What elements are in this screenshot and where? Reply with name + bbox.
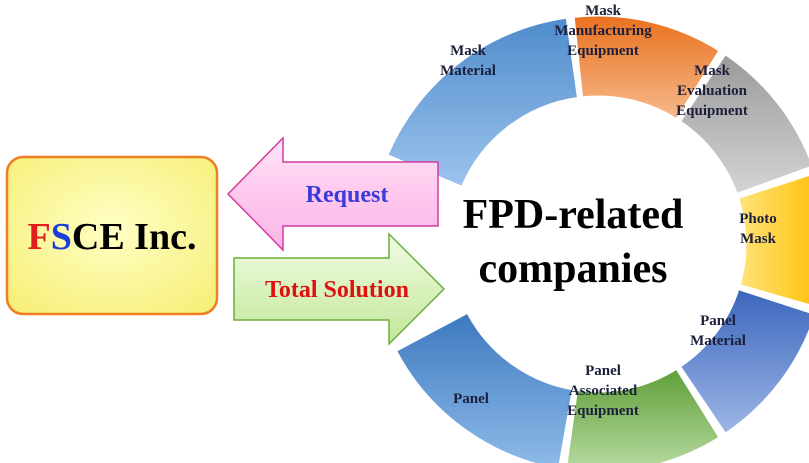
segment-labels: MaskMaterialMaskManufacturingEquipmentMa… (440, 3, 777, 419)
segment-mask-manufacturing-equipment (573, 15, 720, 120)
segment-label-mask-manufacturing-equipment: Mask (585, 3, 621, 19)
segment-photo-mask (738, 174, 809, 306)
request-label: Request (306, 182, 389, 208)
segment-label-panel-material: Material (690, 333, 746, 349)
segment-label-mask-material: Mask (450, 43, 486, 59)
segment-mask-evaluation-equipment (680, 54, 809, 195)
total-solution-arrow (233, 232, 446, 346)
segment-label-mask-evaluation-equipment: Mask (694, 63, 730, 79)
segment-label-mask-material: Material (440, 63, 496, 79)
total-solution-label: Total Solution (265, 277, 409, 303)
request-arrow (226, 136, 439, 252)
segment-label-photo-mask: Mask (740, 231, 776, 247)
center-title-line1: FPD-related (463, 192, 684, 238)
center-title-line2: companies (479, 246, 668, 292)
segment-label-mask-manufacturing-equipment: Manufacturing (554, 23, 652, 39)
segment-label-panel-associated-equipment: Equipment (567, 403, 639, 419)
segment-label-mask-manufacturing-equipment: Equipment (567, 43, 639, 59)
segment-panel-associated-equipment (566, 368, 720, 463)
segment-mask-material (387, 17, 578, 187)
company-letter-f: F (28, 216, 51, 258)
segment-label-photo-mask: Photo (739, 211, 777, 227)
company-letter-s: S (51, 216, 72, 258)
segment-label-mask-evaluation-equipment: Evaluation (677, 83, 748, 99)
segment-label-panel-associated-equipment: Panel (585, 363, 621, 379)
segment-panel-material (680, 289, 809, 434)
segment-label-panel-material: Panel (700, 313, 736, 329)
segment-label-mask-evaluation-equipment: Equipment (676, 103, 748, 119)
company-name-rest: CE Inc. (72, 216, 197, 258)
segment-panel (396, 312, 573, 463)
segment-label-panel: Panel (453, 391, 489, 407)
ring (387, 15, 809, 463)
company-name: FSCE Inc. (28, 216, 197, 258)
company-box (5, 155, 219, 316)
segment-label-panel-associated-equipment: Associated (569, 383, 638, 399)
